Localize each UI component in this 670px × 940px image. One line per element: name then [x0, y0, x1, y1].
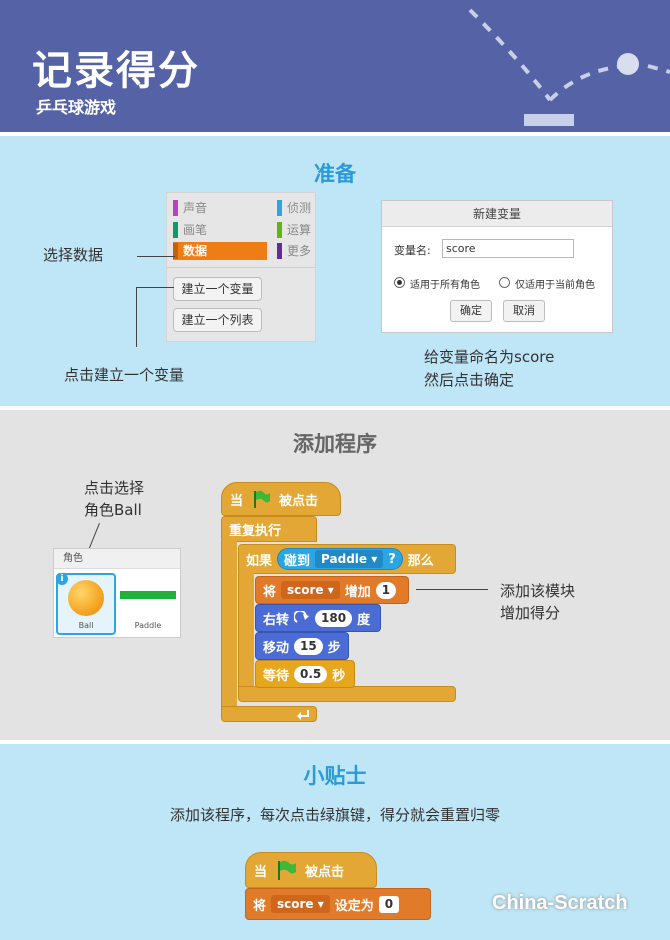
- radio-all-sprites[interactable]: [394, 277, 405, 288]
- variable-name-input[interactable]: score: [442, 239, 574, 258]
- sprite-paddle-label: Paddle: [134, 621, 162, 630]
- if-label: 如果: [246, 553, 273, 569]
- tip-when-label: 当: [254, 864, 268, 880]
- degrees-label: 度: [357, 612, 371, 628]
- move-label: 移动: [263, 640, 290, 656]
- category-pen[interactable]: 画笔: [173, 221, 207, 239]
- info-icon[interactable]: i: [56, 573, 68, 585]
- watermark-logo: China-Scratch: [492, 892, 628, 914]
- annotation-select-data: 选择数据: [43, 246, 104, 264]
- touching-block[interactable]: 碰到 Paddle ▾ ?: [277, 548, 403, 570]
- ball-thumbnail: [68, 580, 104, 616]
- forever-block[interactable]: 重复执行: [221, 516, 317, 542]
- ok-button[interactable]: 确定: [450, 300, 492, 322]
- when-flag-clicked-block[interactable]: 当 被点击: [221, 482, 341, 516]
- steps-label: 步: [327, 640, 341, 656]
- tips-text: 添加该程序，每次点击绿旗键，得分就会重置归零: [169, 806, 500, 824]
- touch-target-dropdown[interactable]: Paddle ▾: [315, 550, 384, 568]
- set-score-block[interactable]: 将 score ▾ 设定为 0: [245, 888, 431, 920]
- wait-block[interactable]: 等待 0.5 秒: [255, 660, 355, 688]
- set-to-label: 设定为: [334, 898, 374, 914]
- move-value-input[interactable]: 15: [294, 637, 323, 655]
- radio-this-sprite[interactable]: [499, 277, 510, 288]
- change-score-block[interactable]: 将 score ▾ 增加 1: [255, 576, 409, 604]
- sprite-paddle-tile[interactable]: Paddle: [118, 573, 178, 635]
- pointer-line: [136, 287, 137, 347]
- change-set-label: 将: [263, 584, 277, 600]
- palette-divider: [167, 267, 315, 268]
- if-block-foot: [238, 686, 456, 702]
- sprite-ball-tile[interactable]: i Ball: [56, 573, 116, 635]
- annotation-select-sprite-2: 角色Ball: [84, 501, 142, 519]
- change-value-input[interactable]: 1: [375, 581, 397, 599]
- paddle-thumbnail: [120, 591, 176, 599]
- move-steps-block[interactable]: 移动 15 步: [255, 632, 349, 660]
- question-mark: ?: [388, 551, 396, 567]
- annotation-click-ok: 然后点击确定: [424, 371, 515, 389]
- new-variable-dialog: 新建变量 变量名: score 适用于所有角色 仅适用于当前角色 确定 取消: [381, 200, 613, 333]
- annotation-add-block-2: 增加得分: [500, 604, 561, 622]
- category-more[interactable]: 更多: [277, 242, 311, 260]
- forever-block-foot: [221, 706, 317, 722]
- rotate-clockwise-icon: [294, 611, 310, 623]
- change-by-label: 增加: [344, 584, 371, 600]
- annotation-click-make: 点击建立一个变量: [64, 366, 185, 384]
- prepare-title: 准备: [314, 162, 356, 186]
- clicked-label: 被点击: [279, 493, 319, 509]
- program-title: 添加程序: [293, 432, 377, 456]
- annotation-name-variable: 给变量命名为score: [424, 348, 555, 366]
- if-block-arm: [238, 572, 254, 688]
- pointer-line: [137, 256, 175, 257]
- tip-when-flag-clicked-block[interactable]: 当 被点击: [245, 852, 377, 888]
- wait-value-input[interactable]: 0.5: [294, 665, 328, 683]
- category-operators[interactable]: 运算: [277, 221, 311, 239]
- forever-block-arm: [221, 540, 237, 708]
- radio-this-label: 仅适用于当前角色: [515, 280, 595, 291]
- make-list-button[interactable]: 建立一个列表: [173, 308, 262, 332]
- variable-name: score: [287, 583, 324, 597]
- forever-label: 重复执行: [229, 523, 282, 539]
- radio-all-label: 适用于所有角色: [410, 280, 480, 291]
- turn-right-block[interactable]: 右转 180 度: [255, 604, 381, 632]
- pointer-line: [416, 589, 488, 590]
- category-sensing[interactable]: 侦测: [277, 199, 311, 217]
- turn-label: 右转: [263, 612, 290, 628]
- set-value-input[interactable]: 0: [378, 895, 400, 913]
- wait-label: 等待: [263, 668, 290, 684]
- sprites-header: 角色: [54, 549, 180, 569]
- turn-value-input[interactable]: 180: [315, 609, 353, 627]
- page-title: 记录得分: [32, 48, 200, 94]
- green-flag-icon: [254, 490, 271, 508]
- variable-dropdown[interactable]: score ▾: [281, 581, 340, 599]
- loop-arrow-icon: [297, 710, 309, 720]
- annotation-add-block-1: 添加该模块: [500, 582, 576, 600]
- tip-clicked-label: 被点击: [305, 864, 345, 880]
- make-variable-button[interactable]: 建立一个变量: [173, 277, 262, 301]
- dialog-title: 新建变量: [382, 201, 612, 227]
- ball-trajectory-illustration: [468, 8, 670, 126]
- then-label: 那么: [407, 553, 434, 569]
- category-data[interactable]: 数据: [173, 242, 267, 260]
- when-label: 当: [230, 493, 244, 509]
- seconds-label: 秒: [332, 668, 346, 684]
- pointer-line: [136, 287, 174, 288]
- set-label: 将: [253, 898, 267, 914]
- touching-label: 碰到: [284, 553, 311, 569]
- sprite-list-panel: 角色 i Ball Paddle: [53, 548, 181, 638]
- variable-dropdown[interactable]: score ▾: [271, 895, 330, 913]
- annotation-select-sprite-1: 点击选择: [84, 479, 145, 497]
- block-palette: 声音 侦测 画笔 运算 数据 更多 建立一个变量 建立一个列表: [166, 192, 316, 342]
- category-sound[interactable]: 声音: [173, 199, 207, 217]
- touch-target-value: Paddle: [321, 552, 368, 566]
- variable-name: score: [277, 897, 314, 911]
- green-flag-icon: [278, 860, 297, 880]
- name-label: 变量名:: [394, 244, 431, 257]
- cancel-button[interactable]: 取消: [503, 300, 545, 322]
- if-then-block[interactable]: 如果 碰到 Paddle ▾ ? 那么: [238, 544, 456, 574]
- page-subtitle: 乒乓球游戏: [36, 98, 117, 117]
- header-banner: [0, 0, 670, 132]
- sprite-ball-label: Ball: [78, 621, 94, 630]
- tips-title: 小贴士: [303, 764, 367, 788]
